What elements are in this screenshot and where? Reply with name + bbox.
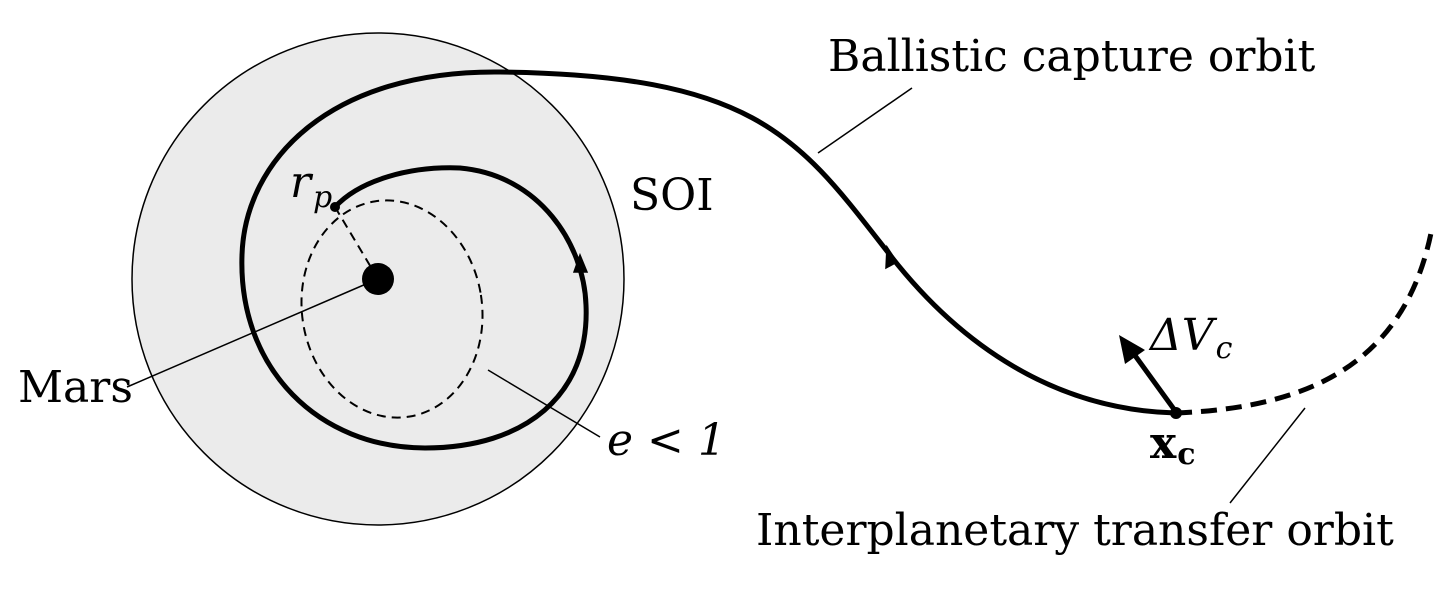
elliptic-orbit — [300, 199, 484, 419]
mars-body — [362, 263, 394, 295]
orbit-direction-arrow-inner — [572, 252, 589, 273]
interplanetary-transfer-orbit — [1175, 227, 1435, 416]
ecc-leader-line — [487, 369, 601, 438]
capture-point — [1170, 407, 1182, 419]
ballistic-capture-label: Ballistic capture orbit — [828, 31, 1316, 82]
soi-label: SOI — [630, 170, 714, 221]
transfer-orbit-label: Interplanetary transfer orbit — [756, 505, 1394, 556]
delta-v-label: ΔVc — [1148, 310, 1233, 366]
delta-v-arrowhead — [1119, 335, 1145, 364]
delta-v-arrow — [1128, 348, 1179, 414]
mars-leader-line — [126, 283, 367, 388]
mars-label: Mars — [18, 362, 133, 413]
capture-point-label: xc — [1150, 418, 1196, 472]
eccentricity-label: e < 1 — [607, 415, 726, 466]
ballistic-capture-orbit — [239, 69, 1179, 451]
periapsis-point — [330, 202, 340, 212]
periapsis-label: rp — [290, 157, 332, 215]
transfer-leader-line — [1229, 407, 1306, 504]
orbit-direction-arrow-outer — [885, 244, 899, 270]
ballistic-leader-line — [817, 87, 913, 154]
